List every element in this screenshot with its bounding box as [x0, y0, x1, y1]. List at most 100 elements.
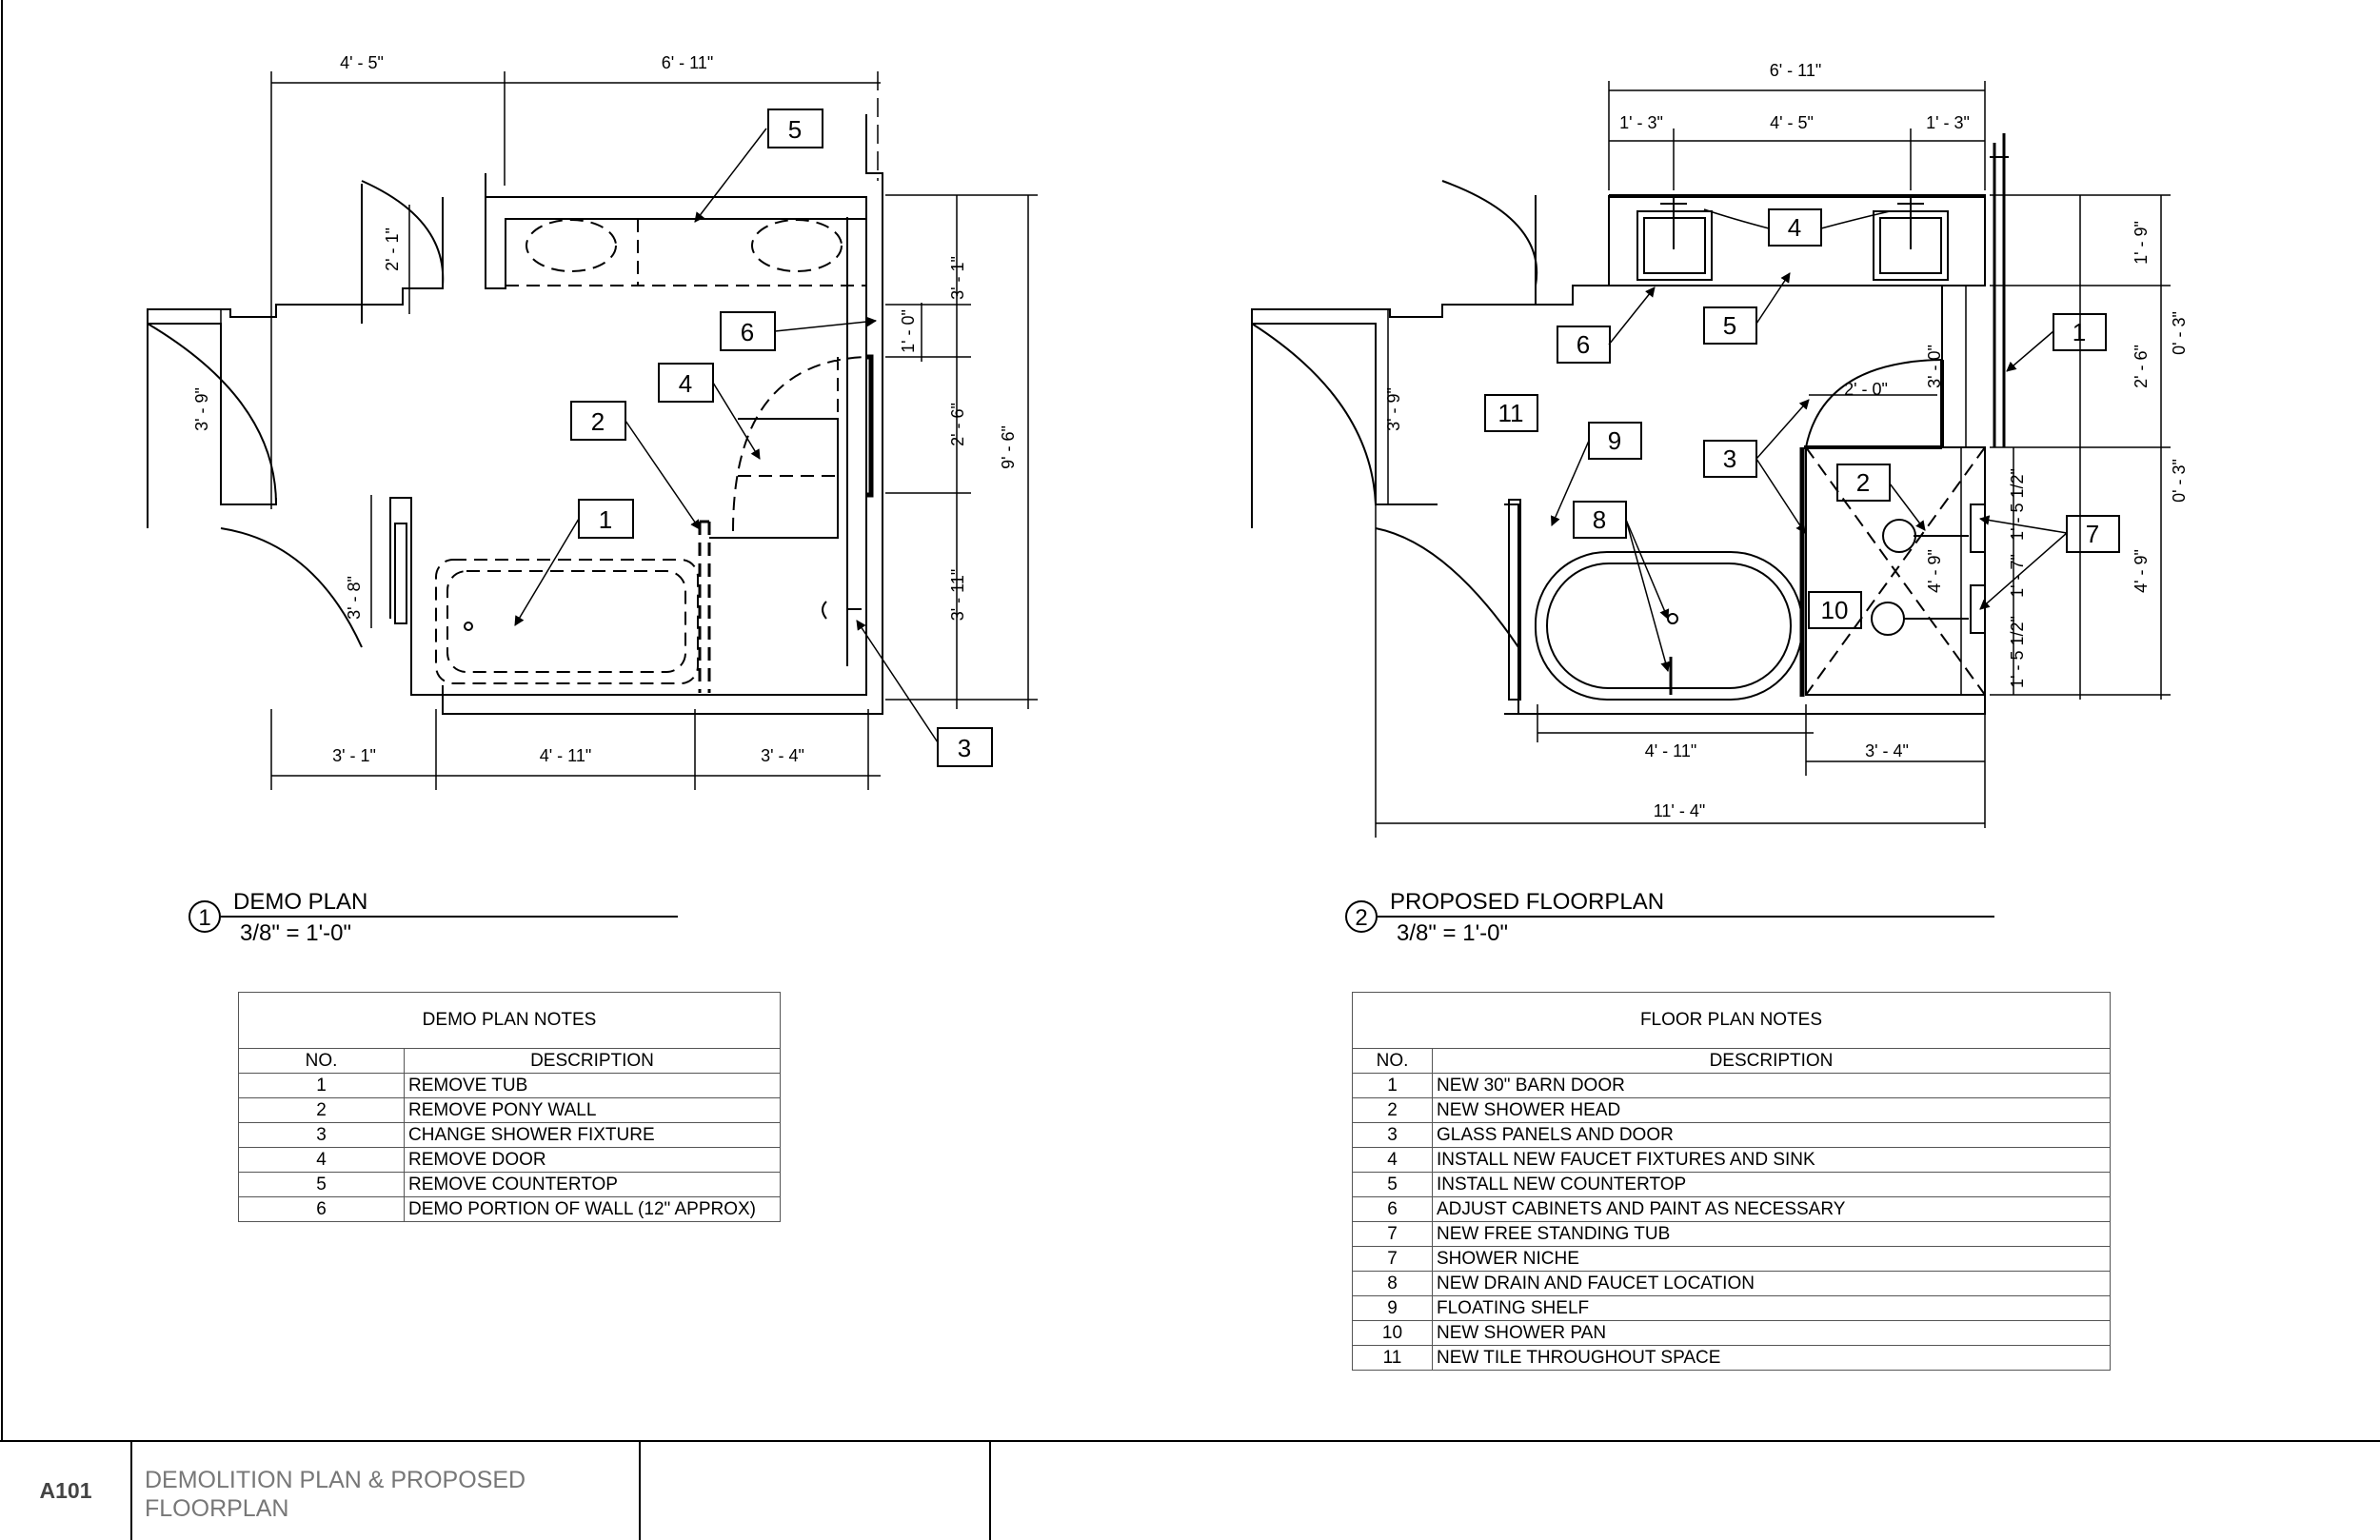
proposed-dim: 2' - 0": [1844, 380, 1888, 399]
note-desc: REMOVE PONY WALL: [404, 1097, 781, 1123]
view-number: 1: [198, 905, 210, 931]
note-no: 7: [1352, 1221, 1433, 1247]
proposed-dim: 4' - 11": [1645, 741, 1697, 760]
demo-dimensions: [220, 71, 1038, 790]
proposed-tag-box: [1768, 208, 1822, 247]
demo-tag-box: [767, 109, 823, 148]
sheet-name-line2: FLOORPLAN: [145, 1495, 289, 1522]
demo-entry-door: [147, 317, 363, 648]
proposed-tag-box: [1808, 591, 1862, 629]
proposed-dim: 1' - 3": [1926, 113, 1970, 132]
proposed-tag-box: [1836, 464, 1891, 502]
proposed-dim: 1' - 7": [2008, 554, 2027, 598]
demo-sink-left: [526, 219, 617, 272]
proposed-shower-head: [1882, 519, 1916, 553]
demo-sink-right: [751, 219, 843, 272]
demo-plan: [147, 71, 1038, 790]
proposed-dim: 0' - 3": [2170, 311, 2189, 355]
note-no: 1: [1352, 1073, 1433, 1098]
proposed-tag: 1: [2073, 318, 2086, 346]
note-desc: CHANGE SHOWER FIXTURE: [404, 1122, 781, 1148]
demo-walls: [147, 114, 883, 715]
col-desc-header: DESCRIPTION: [1432, 1048, 2111, 1074]
proposed-dim: 4' - 9": [2132, 549, 2151, 593]
proposed-barn-door: [1993, 133, 2006, 447]
note-no: 11: [1352, 1345, 1433, 1371]
proposed-tag: 4: [1788, 213, 1801, 242]
view-number-circle: [188, 900, 221, 933]
view-scale: 3/8" = 1'-0": [240, 920, 351, 946]
proposed-tag-box: [1703, 306, 1757, 345]
note-no: 2: [1352, 1097, 1433, 1123]
sheet-number: A101: [39, 1477, 92, 1503]
demo-dim: 3' - 11": [948, 569, 967, 622]
proposed-tag-box: [1557, 326, 1611, 364]
demo-dim: 3' - 9": [192, 387, 211, 431]
note-desc: NEW DRAIN AND FAUCET LOCATION: [1432, 1271, 2111, 1296]
demo-tag: 5: [788, 115, 802, 144]
note-no: 8: [1352, 1271, 1433, 1296]
demo-dim: 9' - 6": [999, 425, 1018, 469]
note-desc: NEW FREE STANDING TUB: [1432, 1221, 2111, 1247]
col-no-header: NO.: [238, 1048, 405, 1074]
note-desc: NEW 30" BARN DOOR: [1432, 1073, 2111, 1098]
note-no: 6: [1352, 1196, 1433, 1222]
col-desc-header: DESCRIPTION: [404, 1048, 781, 1074]
proposed-entry-door: [1251, 317, 1519, 648]
view-title: PROPOSED FLOORPLAN: [1390, 889, 1664, 915]
note-desc: FLOATING SHELF: [1432, 1295, 2111, 1321]
note-no: 5: [238, 1172, 405, 1197]
note-no: 6: [238, 1196, 405, 1222]
note-desc: ADJUST CABINETS AND PAINT AS NECESSARY: [1432, 1196, 2111, 1222]
proposed-tag: 7: [2086, 520, 2099, 548]
floor-notes-title: FLOOR PLAN NOTES: [1352, 992, 2111, 1049]
proposed-dim: 11' - 4": [1654, 801, 1706, 820]
note-desc: REMOVE DOOR: [404, 1147, 781, 1173]
proposed-dim: 1' - 9": [2132, 221, 2151, 265]
note-no: 9: [1352, 1295, 1433, 1321]
view-number: 2: [1355, 905, 1367, 931]
note-no: 4: [1352, 1147, 1433, 1173]
demo-tag: 2: [591, 407, 605, 436]
note-no: 5: [1352, 1172, 1433, 1197]
demo-tag-box: [937, 727, 993, 767]
demo-dim: 4' - 11": [540, 746, 592, 765]
note-no: 3: [1352, 1122, 1433, 1148]
proposed-dim: 1' - 3": [1619, 113, 1663, 132]
proposed-tub: [1535, 551, 1803, 701]
demo-tag: 4: [679, 369, 692, 398]
proposed-tag: 11: [1498, 399, 1524, 427]
proposed-dim: 3' - 0": [1925, 345, 1944, 388]
demo-dim: 2' - 1": [383, 227, 402, 271]
proposed-dim: 2' - 6": [2132, 345, 2151, 388]
proposed-dim: 1' - 5 1/2": [2008, 468, 2027, 541]
view-scale: 3/8" = 1'-0": [1397, 920, 1508, 946]
note-no: 1: [238, 1073, 405, 1098]
proposed-tag-box: [2053, 313, 2107, 351]
note-desc: REMOVE TUB: [404, 1073, 781, 1098]
note-desc: REMOVE COUNTERTOP: [404, 1172, 781, 1197]
proposed-shower-pan: [1805, 446, 1986, 696]
demo-dim: 3' - 8": [345, 576, 364, 620]
note-desc: INSTALL NEW FAUCET FIXTURES AND SINK: [1432, 1147, 2111, 1173]
proposed-plan: [1251, 81, 2171, 838]
note-desc: GLASS PANELS AND DOOR: [1432, 1122, 2111, 1148]
note-desc: SHOWER NICHE: [1432, 1246, 2111, 1272]
demo-dim: 2' - 6": [948, 403, 967, 446]
proposed-dim: 6' - 11": [1770, 61, 1822, 80]
note-no: 10: [1352, 1320, 1433, 1346]
demo-dim: 3' - 4": [761, 746, 804, 765]
